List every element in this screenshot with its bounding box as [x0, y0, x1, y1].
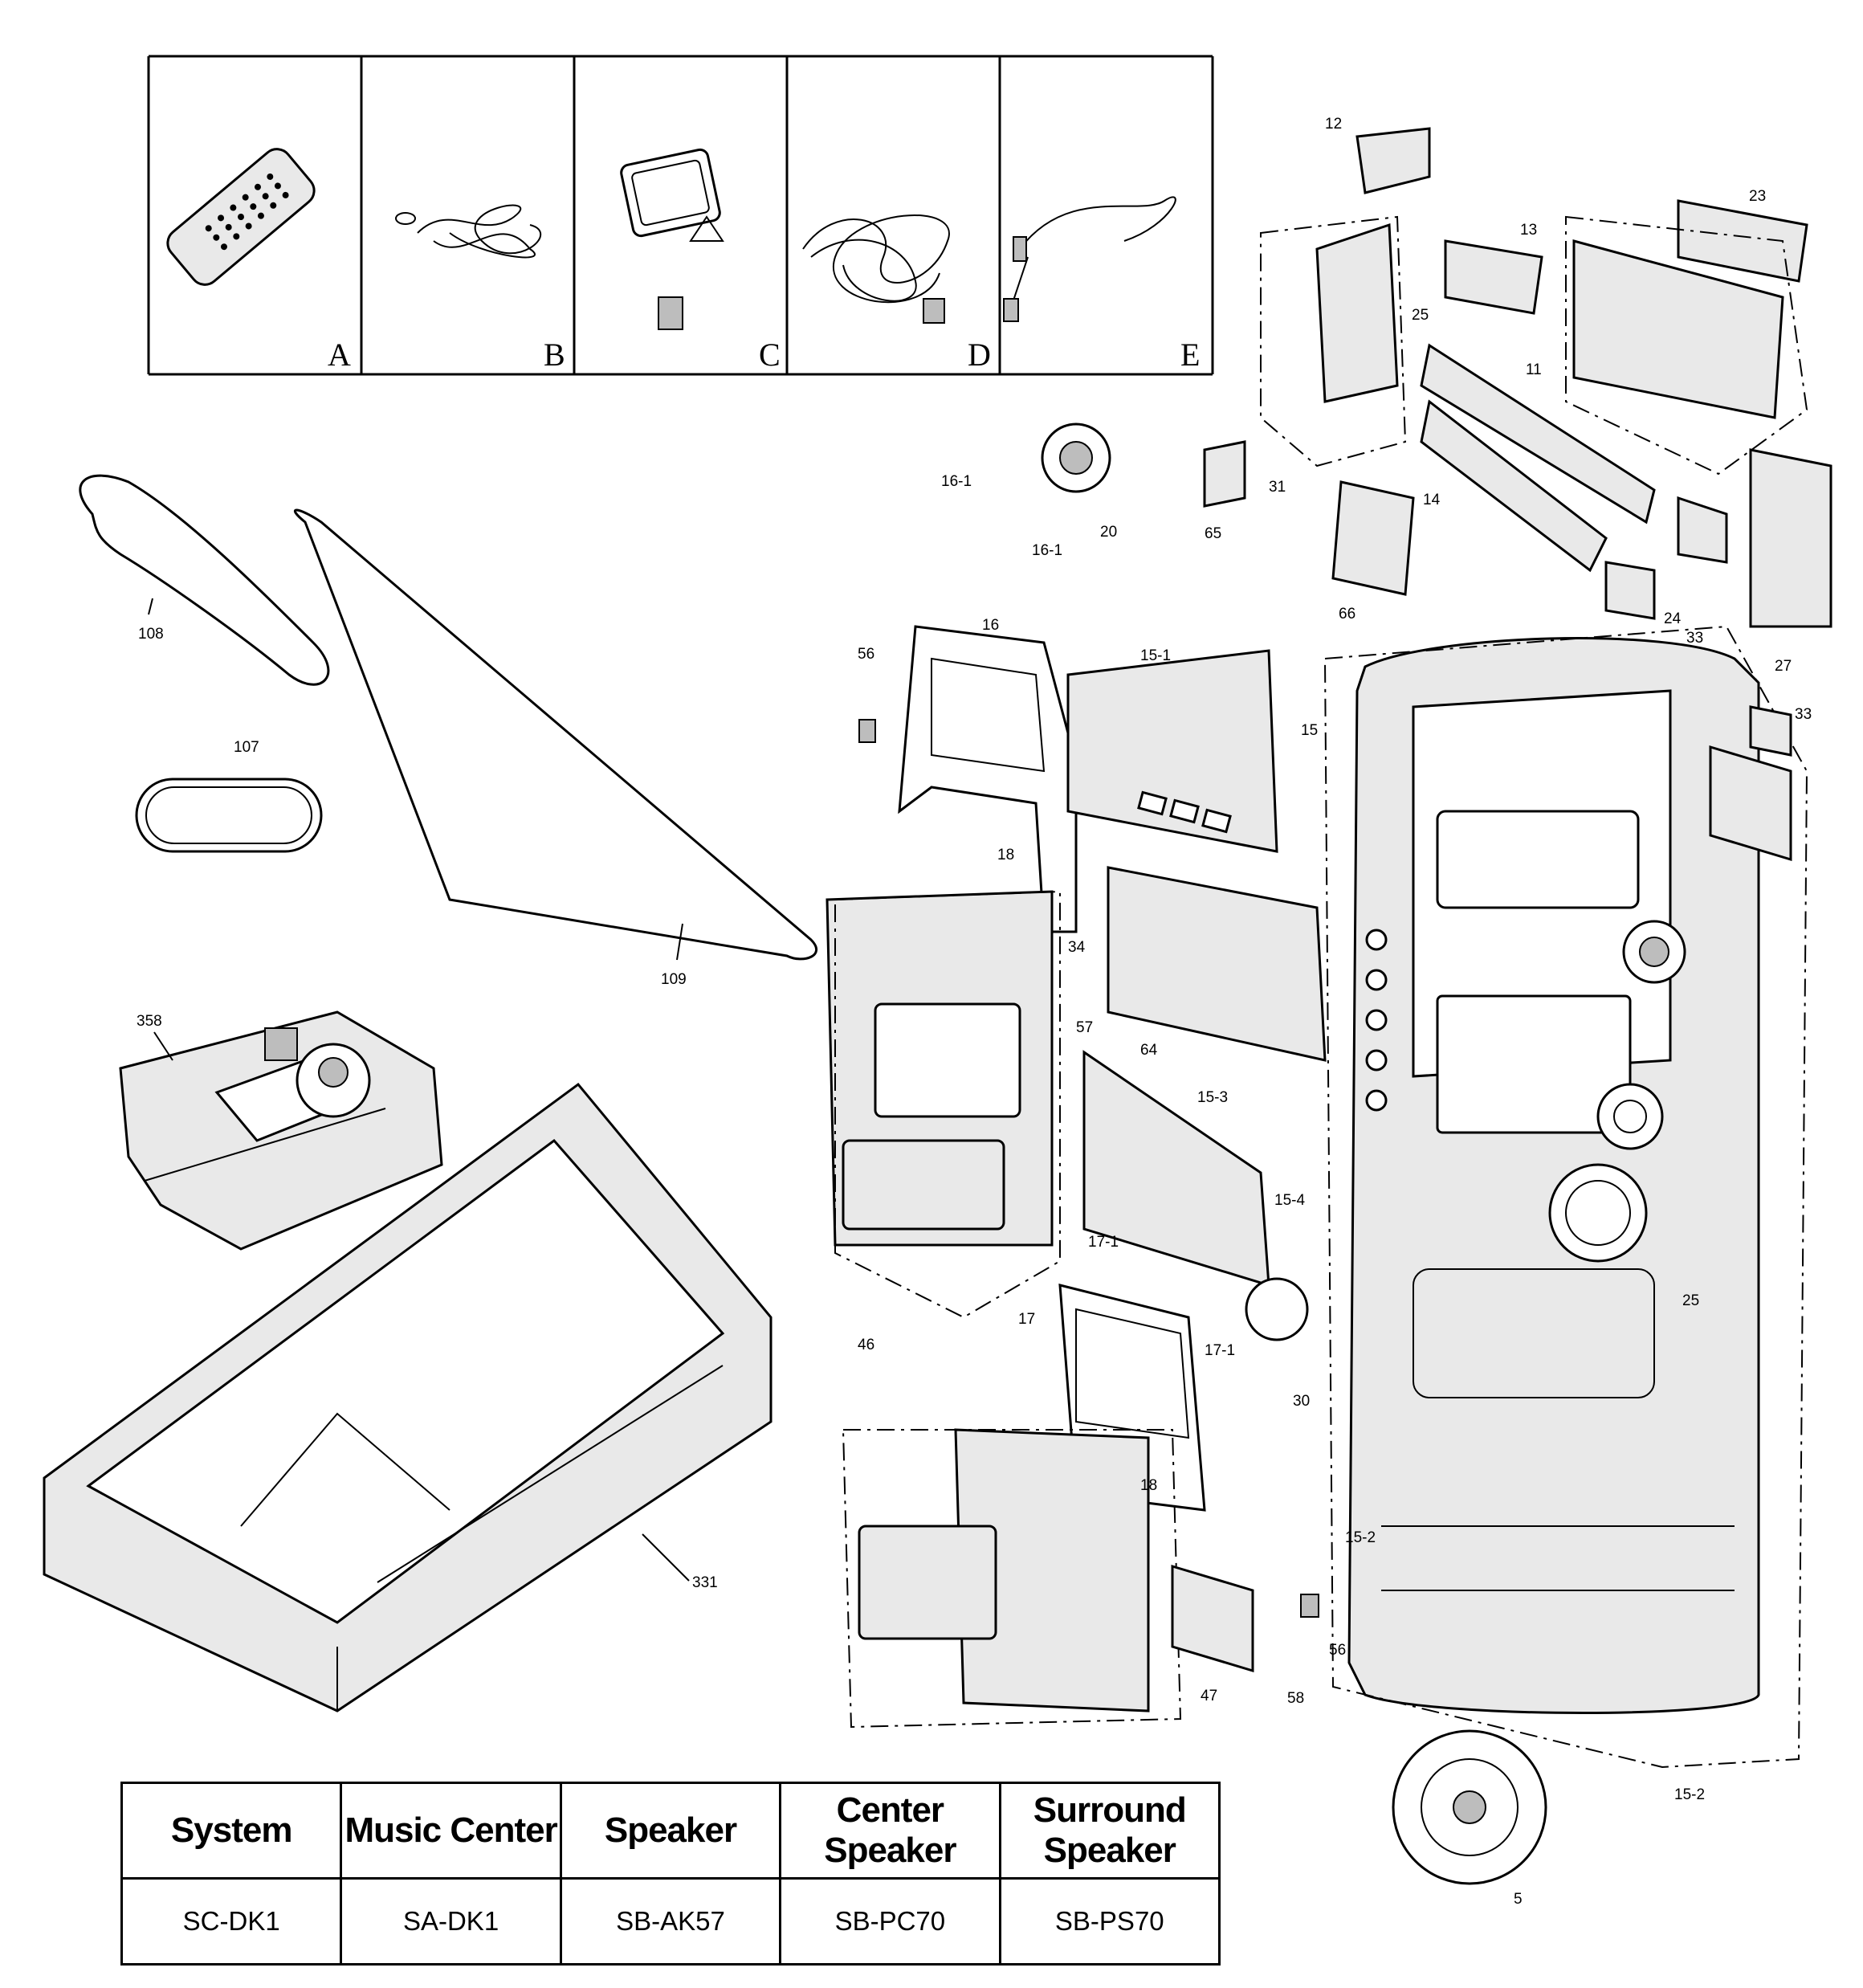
header-center-speaker: Center Speaker [779, 1782, 1001, 1880]
label-358: 358 [137, 1013, 162, 1030]
cd-mechanism-358: 358 [119, 1010, 443, 1251]
label-11: 11 [1526, 361, 1542, 378]
model-table-value-row: SC-DK1 SA-DK1 SB-AK57 SB-PC70 SB-PS70 [120, 1877, 1221, 1966]
label-34: 34 [1068, 939, 1086, 956]
label-25-top: 25 [1412, 307, 1429, 324]
belts: 108 107 109 [79, 474, 817, 988]
model-table: System Music Center Speaker Center Speak… [120, 1782, 1221, 1966]
value-music-center: SA-DK1 [340, 1877, 562, 1966]
label-25-bottom: 25 [1682, 1292, 1699, 1309]
label-17: 17 [1018, 1311, 1035, 1328]
label-23: 23 [1749, 188, 1766, 205]
label-56-upper: 56 [858, 646, 874, 663]
label-16-1-left: 16-1 [941, 473, 972, 490]
part-labels: 12 13 23 25 11 31 65 20 14 66 24 27 33 3… [858, 116, 1812, 1908]
label-17-1-lower: 17-1 [1205, 1342, 1235, 1359]
model-table-header-row: System Music Center Speaker Center Speak… [120, 1782, 1221, 1880]
accessory-letter-a: A [328, 337, 351, 373]
label-15-3: 15-3 [1197, 1089, 1228, 1106]
label-109: 109 [661, 971, 687, 988]
cassette-parts [826, 625, 1547, 1885]
front-panel-15 [1347, 637, 1760, 1714]
label-18-upper: 18 [997, 847, 1014, 863]
label-15-2-bottom: 15-2 [1674, 1786, 1705, 1803]
fm-antenna-wire: B [395, 204, 565, 373]
label-15: 15 [1301, 722, 1318, 739]
label-24: 24 [1664, 610, 1682, 627]
label-12: 12 [1325, 116, 1342, 133]
value-system: SC-DK1 [120, 1877, 343, 1966]
value-center-speaker: SB-PC70 [779, 1877, 1001, 1966]
label-47: 47 [1201, 1688, 1217, 1704]
value-speaker: SB-AK57 [559, 1877, 782, 1966]
header-surround-speaker: Surround Speaker [998, 1782, 1221, 1880]
accessory-letter-c: C [759, 337, 781, 373]
am-loop-antenna: C [620, 148, 781, 373]
accessory-letter-b: B [544, 337, 565, 373]
label-331: 331 [692, 1574, 718, 1591]
label-13: 13 [1520, 222, 1537, 239]
label-17-1-upper: 17-1 [1088, 1234, 1119, 1251]
video-cable: E [1003, 196, 1200, 373]
label-15-2-middle: 15-2 [1345, 1529, 1376, 1546]
accessory-letter-e: E [1180, 337, 1200, 373]
ac-power-cord: D [802, 214, 991, 373]
label-33-upper: 33 [1686, 630, 1703, 647]
header-music-center: Music Center [340, 1782, 562, 1880]
accessory-letter-d: D [968, 337, 991, 373]
label-57: 57 [1076, 1019, 1093, 1036]
label-27: 27 [1775, 658, 1792, 675]
label-108: 108 [138, 626, 164, 643]
label-15-4: 15-4 [1274, 1192, 1305, 1209]
header-system: System [120, 1782, 343, 1880]
label-30: 30 [1293, 1393, 1310, 1410]
header-speaker: Speaker [559, 1782, 782, 1880]
label-14: 14 [1423, 492, 1441, 508]
value-surround-speaker: SB-PS70 [998, 1877, 1221, 1966]
label-15-1: 15-1 [1140, 647, 1171, 664]
base-chassis-331: 331 [43, 1082, 773, 1712]
label-107: 107 [234, 739, 259, 756]
label-64: 64 [1140, 1042, 1158, 1059]
label-5: 5 [1514, 1891, 1523, 1908]
label-20: 20 [1100, 524, 1117, 541]
switch-parts [1041, 127, 1832, 862]
front-panel-outline [1323, 625, 1808, 1769]
label-58: 58 [1287, 1690, 1304, 1707]
label-66: 66 [1339, 606, 1355, 623]
label-46: 46 [858, 1337, 874, 1353]
label-33-lower: 33 [1795, 706, 1812, 723]
label-18-lower: 18 [1140, 1477, 1157, 1494]
label-65: 65 [1205, 525, 1221, 542]
remote-control: A [166, 148, 351, 373]
label-16: 16 [982, 617, 999, 634]
label-31: 31 [1269, 479, 1286, 496]
label-16-1-right: 16-1 [1032, 542, 1062, 559]
accessories-panel: A B C D E [147, 55, 1214, 376]
label-56-lower: 56 [1329, 1642, 1346, 1659]
